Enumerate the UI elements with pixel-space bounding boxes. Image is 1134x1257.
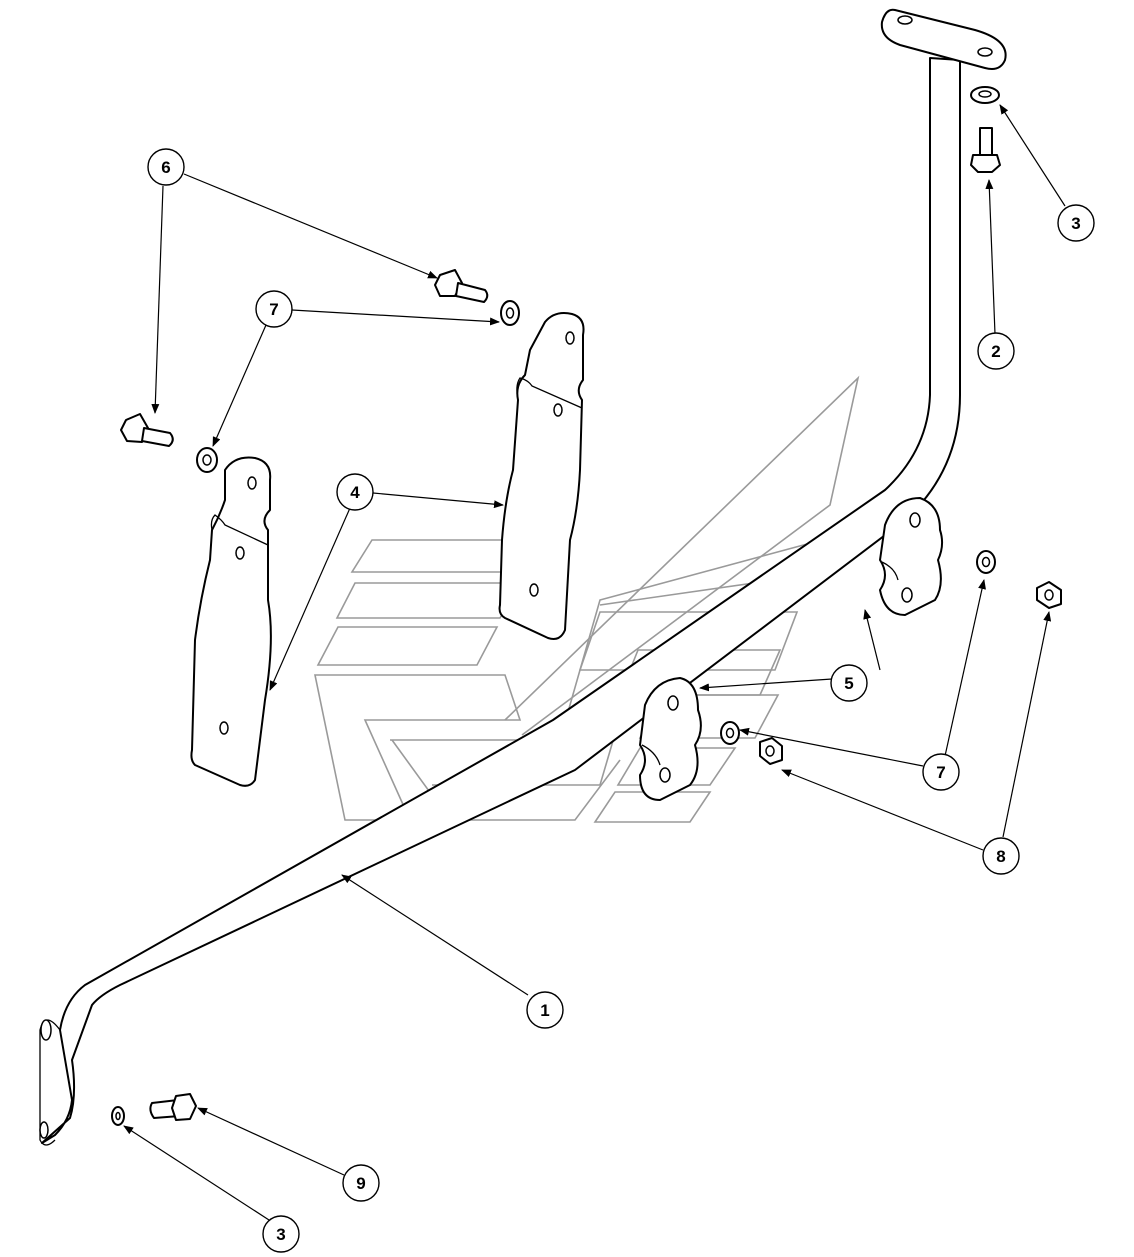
balloon-1-label: 1 [540, 1001, 549, 1020]
balloon-7-lower-label: 7 [936, 763, 945, 782]
balloon-7-upper: 7 [255, 290, 293, 328]
washer-right [976, 550, 996, 574]
balloon-3-top-label: 3 [1071, 214, 1080, 233]
washer-upper [500, 300, 520, 326]
clip-right [879, 497, 944, 616]
washer-center [720, 721, 740, 745]
nut-center [759, 737, 783, 765]
leader-lines [123, 104, 1066, 1221]
top-mounting-plate [880, 8, 1007, 70]
clip-center [639, 677, 702, 801]
balloon-9: 9 [342, 1164, 380, 1202]
bolt-lower [120, 413, 174, 447]
main-bar [39, 57, 961, 1146]
bracket-center [498, 312, 585, 640]
balloon-6: 6 [147, 148, 185, 186]
balloon-2-label: 2 [991, 342, 1000, 361]
bracket-left [190, 456, 272, 787]
balloon-3-bottom-label: 3 [276, 1225, 285, 1244]
bolt-upper [434, 269, 489, 303]
balloon-3-top: 3 [1057, 204, 1095, 242]
nut-right [1036, 581, 1062, 609]
balloon-7-lower: 7 [922, 753, 960, 791]
bolt-bottom [149, 1093, 197, 1121]
bolt-vertical [970, 127, 1001, 173]
balloon-4-label: 4 [350, 483, 360, 502]
balloon-4: 4 [336, 473, 374, 511]
washer-top-right [970, 86, 1000, 104]
balloon-7-upper-label: 7 [269, 300, 278, 319]
balloon-6-label: 6 [161, 158, 170, 177]
washer-bottom [111, 1106, 125, 1126]
balloon-8-label: 8 [996, 847, 1005, 866]
balloon-1: 1 [526, 991, 564, 1029]
balloon-8: 8 [982, 837, 1020, 875]
balloon-3-bottom: 3 [262, 1215, 300, 1253]
balloon-2: 2 [977, 332, 1015, 370]
balloon-5: 5 [830, 664, 868, 702]
balloon-9-label: 9 [356, 1174, 365, 1193]
washer-left [196, 447, 218, 473]
balloon-5-label: 5 [844, 674, 853, 693]
